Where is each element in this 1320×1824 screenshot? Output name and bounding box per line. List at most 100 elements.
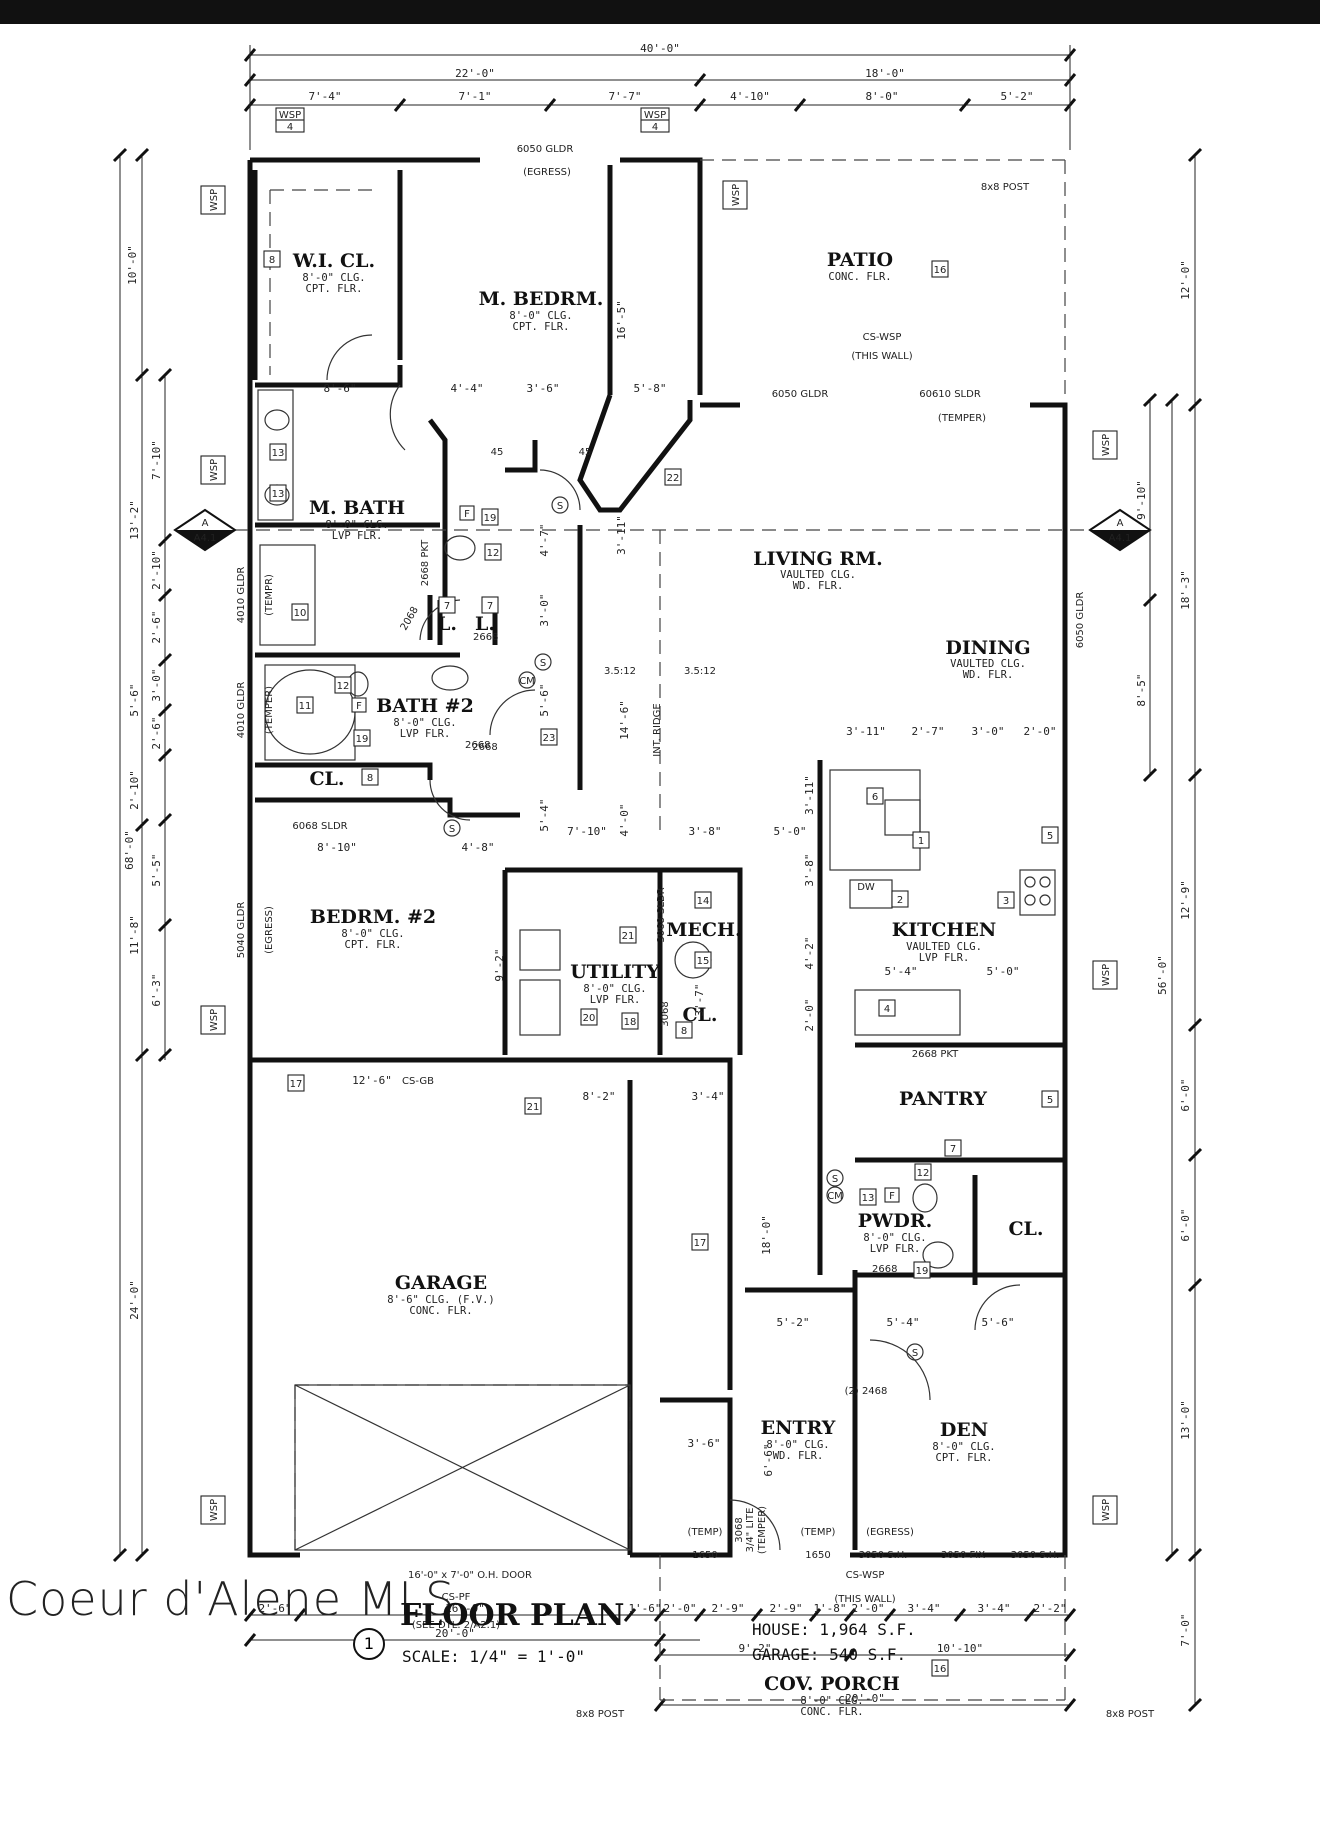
room-wicl-ceiling: 8'-0" CLG. [302,272,365,284]
note-dw: DW [857,882,875,893]
garage-door-outline [294,1384,631,1551]
room-den-ceiling: 8'-0" CLG. [932,1441,995,1453]
dim-left-l: 5'-5" [150,853,163,886]
dim-bot-1: 2'-6" [258,1602,291,1615]
svg-text:3'-11": 3'-11" [846,725,886,738]
item-tag: 7 [438,596,456,614]
item-tag-number: 8 [367,773,373,784]
item-tag: 17 [287,1074,305,1092]
svg-text:A4.1: A4.1 [1109,533,1132,544]
svg-text:WSP: WSP [1101,964,1112,986]
room-l1-name: L. [437,613,457,635]
item-tag: 13 [859,1188,877,1206]
item-tag-number: 17 [694,1238,707,1249]
dim-left-d: 24'-0" [128,1280,141,1320]
item-tag-number: 4 [884,1004,890,1015]
note-cs-gb: CS-GB [402,1076,434,1087]
svg-text:2'-0": 2'-0" [803,998,816,1031]
room-cl3-name: CL. [1008,1218,1043,1240]
note-post-bl: 8x8 POST [576,1709,625,1720]
svg-text:A: A [1117,518,1124,529]
item-tag: 8 [263,250,281,268]
room-living-floor: WD. FLR. [793,580,844,592]
note-door-2068: 2068 [399,605,421,633]
note-45b: 45 [579,447,592,458]
svg-text:2'-0": 2'-0" [1023,725,1056,738]
dim-bot-6: 2'-9" [769,1602,802,1615]
svg-text:CM: CM [519,676,535,687]
note-gldr-bath2: 4010 GLDR [236,682,247,739]
note-lite: 3/4" LITE [745,1508,756,1553]
svg-text:18'-0": 18'-0" [760,1215,773,1255]
item-tag: 2 [891,890,909,908]
top-border [0,0,1320,24]
room-cl2-name: CL. [682,1004,717,1026]
room-pantry-name: PANTRY [899,1088,987,1110]
item-tag-number: 18 [624,1017,637,1028]
dim-right-b: 9'-10" [1135,480,1148,520]
interior-walls [252,165,1065,1550]
item-tag-number: 20 [583,1013,596,1024]
dim-bot-porch: 9'-2" [738,1642,771,1655]
drawing-title: FLOOR PLAN [400,1598,625,1633]
svg-text:5'-4": 5'-4" [886,1316,919,1329]
item-tag-number: 17 [290,1079,303,1090]
drawing-number: 1 [353,1628,385,1660]
item-tag: 8 [361,768,379,786]
svg-text:5'-0": 5'-0" [773,825,806,838]
room-garage-name: GARAGE [395,1272,487,1294]
svg-text:3'-11": 3'-11" [803,775,816,815]
item-tag: 19 [353,729,371,747]
room-mech-name: MECH. [666,919,741,941]
note-this-wall: (THIS WALL) [851,351,912,362]
item-tag-number: 21 [622,931,635,942]
room-wicl-floor: CPT. FLR. [306,283,363,295]
note-post-br: 8x8 POST [1106,1709,1155,1720]
item-tag-number: 6 [872,792,878,803]
dim-left-e: 7'-10" [150,440,163,480]
svg-text:5'-2": 5'-2" [776,1316,809,1329]
dim-top-4: 4'-10" [730,90,770,103]
note-temper2: (TEMPER) [264,686,275,734]
room-porch-ceiling: 8'-0" CLG. [800,1695,863,1707]
dim-right-i: 7'-0" [1179,1613,1192,1646]
item-tag-number: 21 [527,1102,540,1113]
dim-bot-10: 3'-4" [977,1602,1010,1615]
note-post-tr: 8x8 POST [981,182,1030,193]
svg-text:5'-6": 5'-6" [538,683,551,716]
note-45a: 45 [491,447,504,458]
item-tag-number: 5 [1047,1095,1053,1106]
exterior-walls [247,157,1068,1558]
left-dimensions [112,147,173,1563]
svg-text:4: 4 [652,122,658,133]
dim-right-a: 12'-0" [1179,260,1192,300]
item-tag: 21 [524,1097,542,1115]
note-ridge: INT. RIDGE [652,703,663,756]
dim-bot-11: 2'-2" [1033,1602,1066,1615]
detector-symbols: S S CM S S CM S F F F [351,496,924,1361]
room-bath2-ceiling: 8'-0" CLG. [393,717,456,729]
room-garage-ceiling: 8'-6" CLG. (F.V.) [387,1294,494,1306]
dim-left-m: 6'-3" [150,973,163,1006]
item-tag-number: 8 [681,1026,687,1037]
dim-top-1: 7'-4" [308,90,341,103]
note-door-2668c: 2668 [465,740,490,751]
item-tag: 8 [675,1021,693,1039]
note-egress3: (EGRESS) [866,1527,914,1538]
room-labels: W.I. CL. 8'-0" CLG. CPT. FLR. M. BEDRM. … [292,249,1044,1718]
svg-text:5'-4": 5'-4" [538,798,551,831]
dim-left-f: 2'-10" [150,550,163,590]
svg-text:WSP: WSP [209,1499,220,1521]
svg-text:WSP: WSP [731,184,742,206]
room-mbed-floor: CPT. FLR. [513,321,570,333]
item-tag-number: 19 [356,734,369,745]
dim-bot-9: 3'-4" [907,1602,940,1615]
room-bath2-name: BATH #2 [376,695,474,717]
room-porch-floor: CONC. FLR. [800,1706,863,1718]
bottom-dimensions [243,1608,1077,1712]
svg-text:4'-8": 4'-8" [461,841,494,854]
svg-text:4'-4": 4'-4" [450,382,483,395]
room-utility-floor: LVP FLR. [590,994,641,1006]
item-tag-number: 7 [487,601,493,612]
dim-left-i: 2'-6" [150,716,163,749]
